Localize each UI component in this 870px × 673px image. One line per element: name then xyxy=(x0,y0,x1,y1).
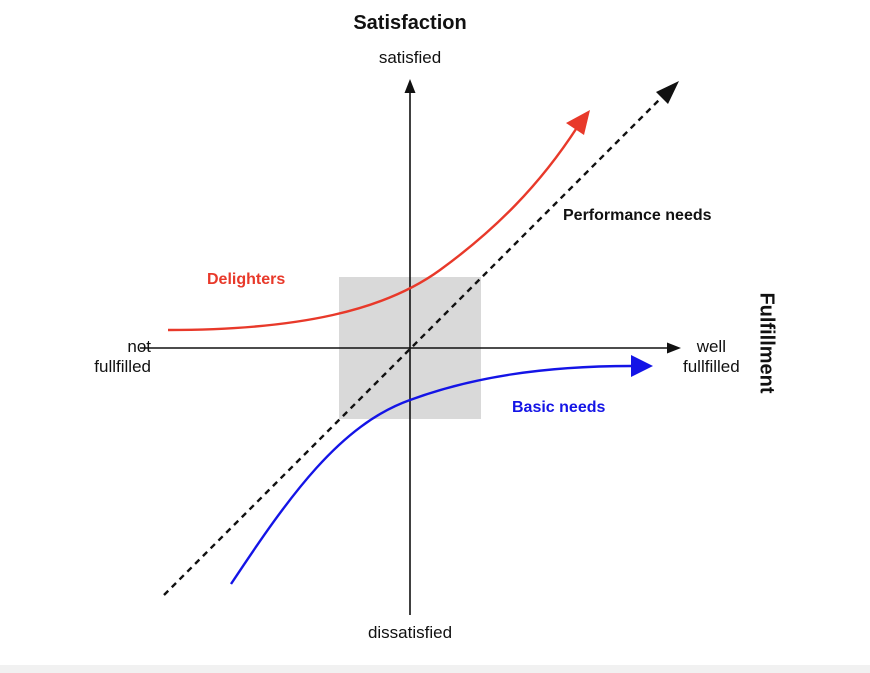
diagram-title: Satisfaction xyxy=(353,12,467,34)
x-axis-left-label: not fullfilled xyxy=(94,337,151,376)
delighters-arrowhead xyxy=(566,110,590,135)
x-axis-title: Fulfillment xyxy=(755,292,778,394)
delighters-curve xyxy=(167,125,580,332)
y-axis-top-label: satisfied xyxy=(378,48,442,67)
basic-needs-arrowhead xyxy=(631,355,653,377)
bottom-band xyxy=(0,665,870,673)
delighters-label: Delighters xyxy=(207,271,286,288)
y-axis-bottom-label: dissatisfied xyxy=(367,623,453,642)
performance-needs-arrowhead xyxy=(656,81,679,104)
x-axis-arrowhead xyxy=(667,342,681,354)
x-axis-right-label: well fullfilled xyxy=(683,337,740,376)
x-axis-left-label-line2: fullfilled xyxy=(94,356,151,376)
performance-needs-label: Performance needs xyxy=(563,207,712,224)
x-axis-right-label-line1: well xyxy=(696,337,726,356)
performance-needs-line xyxy=(163,98,661,596)
x-axis-left-label-line1: not xyxy=(127,337,151,356)
x-axis-right-label-line2: fullfilled xyxy=(683,356,740,376)
y-axis-arrowhead xyxy=(404,79,416,93)
basic-needs-label: Basic needs xyxy=(512,399,606,416)
basic-needs-curve xyxy=(229,364,633,585)
